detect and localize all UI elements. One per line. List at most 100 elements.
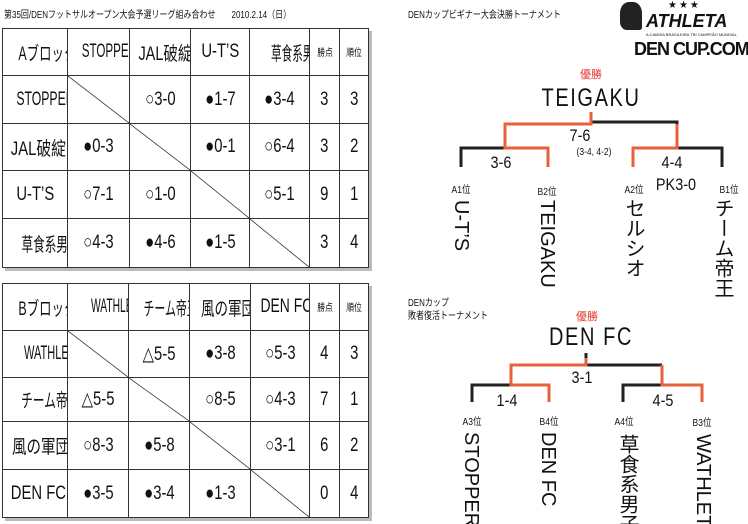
table-cell xyxy=(129,123,191,171)
table-row: チーム帝王△5-5○8-5○4-371 xyxy=(2,377,369,422)
logo-site: DEN CUP.COM xyxy=(634,39,748,59)
cell-value: 3 xyxy=(320,232,329,253)
cell-value: ●0-3 xyxy=(83,136,114,157)
cell-value: チーム帝王 xyxy=(21,391,68,412)
table-cell: 4 xyxy=(339,469,369,518)
cell-value: WATHLETA xyxy=(23,343,68,364)
diagonal-line xyxy=(250,219,309,267)
consolation-final-score: 3-1 xyxy=(571,368,593,387)
table-cell: ●4-6 xyxy=(129,218,191,268)
cell-value: ○4-3 xyxy=(264,388,296,410)
athleta-dencup-logo: ★★★ ATHLETA A CAMISA BRASILEIRA TRI CAMP… xyxy=(616,0,748,64)
table-cell: ●3-8 xyxy=(189,330,251,378)
table-cell: ●0-1 xyxy=(190,123,250,171)
cell-value: 4 xyxy=(320,343,329,364)
table-cell: ●1-3 xyxy=(189,469,251,518)
cell-value: △5-5 xyxy=(142,343,176,365)
beginner-semi1-score: 3-6 xyxy=(490,153,512,172)
consolation-semi2-score: 4-5 xyxy=(652,391,674,410)
cell-value: 2 xyxy=(349,136,359,157)
cell-value: 3 xyxy=(320,136,329,157)
cell-value: ○3-0 xyxy=(144,88,176,110)
cell-value: ●1-5 xyxy=(204,232,236,253)
header-label: 勝点 xyxy=(316,48,333,59)
beginner-title: DENカップビギナー大会決勝トーナメント xyxy=(408,10,561,21)
table-cell: 4 xyxy=(309,330,340,378)
block-a-table: AブロックSTOPPERJAL破綻U-T’S草食系男子勝点順位STOPPER○3… xyxy=(2,28,369,268)
column-header: U-T’S xyxy=(190,28,250,76)
beginner-team-1: U-T’S xyxy=(450,200,472,252)
cell-value: 9 xyxy=(320,183,329,205)
table-cell xyxy=(190,170,250,219)
cell-value: ○5-3 xyxy=(264,343,296,364)
cell-value: 3 xyxy=(349,88,359,110)
table-cell: ○4-3 xyxy=(67,218,130,268)
cell-value: 7 xyxy=(320,388,329,410)
column-header: 勝点 xyxy=(309,28,340,76)
header-label: 草食系男子 xyxy=(270,43,309,65)
consolation-team-2: DEN FC xyxy=(537,432,559,507)
column-header: Bブロック xyxy=(2,283,68,331)
diagonal-line xyxy=(68,76,129,123)
team-name: 草食系男子 xyxy=(2,218,68,268)
cell-value: ●5-8 xyxy=(143,434,175,456)
team-name: STOPPER xyxy=(2,75,68,124)
table-cell: ○3-0 xyxy=(129,75,191,124)
header-label: 勝点 xyxy=(316,303,333,314)
cell-value: 2 xyxy=(349,434,359,456)
table-cell xyxy=(250,469,310,518)
cell-value: 1 xyxy=(349,183,359,205)
cell-value: ●3-4 xyxy=(264,88,295,110)
table-cell: ●0-3 xyxy=(67,123,130,171)
consolation-champion: DEN FC xyxy=(548,323,634,351)
cell-value: ●1-3 xyxy=(204,482,236,504)
diagonal-line xyxy=(130,124,190,170)
beginner-final-score: 7-6 xyxy=(569,126,591,145)
cell-value: 3 xyxy=(320,88,329,110)
team-name: U-T’S xyxy=(2,170,68,219)
logo-brand: ATHLETA xyxy=(646,11,728,31)
consolation-team-3: 草食系男子 xyxy=(616,434,638,524)
column-header: WATHLETA xyxy=(67,283,129,331)
header-row: AブロックSTOPPERJAL破綻U-T’S草食系男子勝点順位 xyxy=(2,28,369,76)
cell-value: ●4-6 xyxy=(144,232,176,253)
cell-value: 6 xyxy=(320,434,329,456)
beginner-seed-2: B2位 xyxy=(537,187,557,198)
column-header: チーム帝王 xyxy=(128,283,190,331)
column-header: 草食系男子 xyxy=(249,28,310,76)
header-label: WATHLETA xyxy=(90,296,128,317)
beginner-seed-3: A2位 xyxy=(624,185,644,196)
table-cell: 6 xyxy=(309,421,340,470)
header-label: 順位 xyxy=(346,303,362,314)
consolation-team-4: WATHLETA xyxy=(692,434,714,524)
cell-value: ○5-1 xyxy=(264,183,295,205)
column-header: 順位 xyxy=(339,283,369,331)
beginner-seed-1: A1位 xyxy=(451,185,471,196)
table-cell: ○3-1 xyxy=(250,421,310,470)
consolation-seed-3: A4位 xyxy=(614,417,634,428)
table-cell: △5-5 xyxy=(67,377,129,422)
cell-value: DEN FC xyxy=(10,482,66,504)
beginner-team-4: チーム帝王 xyxy=(711,198,733,298)
logo-stars: ★★★ xyxy=(668,0,701,11)
table-cell: ○6-4 xyxy=(249,123,310,171)
consolation-seed-1: A3位 xyxy=(462,417,482,428)
diagonal-line xyxy=(190,422,250,469)
consolation-seed-4: B3位 xyxy=(692,418,712,429)
table-cell: ○1-0 xyxy=(129,170,191,219)
consolation-title-1: DENカップ xyxy=(408,298,449,309)
beginner-champion-label: 優勝 xyxy=(580,69,602,81)
table-cell: ○8-3 xyxy=(67,421,129,470)
logo-tagline: A CAMISA BRASILEIRA TRI CAMPEÃO MUNDIAL xyxy=(646,32,737,37)
table-cell: 2 xyxy=(339,123,369,171)
table-cell: ○5-3 xyxy=(250,330,310,378)
table-cell xyxy=(128,377,190,422)
diagonal-line xyxy=(191,171,249,218)
header-label: 風の軍団 xyxy=(200,298,251,320)
cell-value: △5-5 xyxy=(81,389,115,410)
team-name: DEN FC xyxy=(2,469,68,518)
cell-value: ○8-5 xyxy=(204,388,236,410)
cell-value: ●3-5 xyxy=(82,482,114,504)
